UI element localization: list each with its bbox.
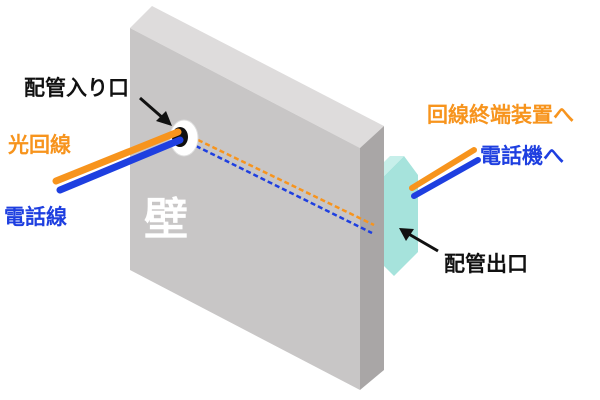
to-terminal-label: 回線終端装置へ [427, 103, 574, 127]
fiber-line-in [52, 128, 182, 185]
outlet-box [380, 156, 418, 276]
phone-line-label: 電話線 [4, 205, 67, 229]
wall-top-face [130, 6, 384, 148]
wall-front-face [130, 28, 360, 390]
inlet-arrow-head [156, 111, 172, 126]
arrows [139, 96, 439, 253]
outlet-arrow-head [399, 228, 414, 241]
fiber-line-label: 光回線 [7, 133, 71, 157]
pipe-inlet-hole [169, 119, 199, 157]
inlet-arrow-shaft [139, 96, 165, 121]
fiber-line-hidden [197, 138, 375, 227]
fiber-line-out [409, 147, 477, 191]
to-phone-label: 電話機へ [480, 144, 564, 168]
phone-line-out [411, 157, 481, 199]
outgoing-wires [409, 147, 481, 199]
wall-label: 壁 [144, 194, 188, 245]
wall [130, 6, 384, 390]
phone-line-hidden [195, 144, 373, 235]
incoming-wires [52, 128, 184, 194]
wall-side-face [360, 126, 384, 390]
hidden-wires [195, 138, 375, 235]
phone-line-in [56, 136, 184, 194]
pipe-inlet-label: 配管入り口 [24, 76, 129, 100]
outlet-box-front [380, 156, 418, 276]
outlet-arrow-shaft [406, 231, 439, 253]
outlet-box-top [380, 156, 404, 180]
pipe-outlet-label: 配管出口 [444, 252, 528, 276]
